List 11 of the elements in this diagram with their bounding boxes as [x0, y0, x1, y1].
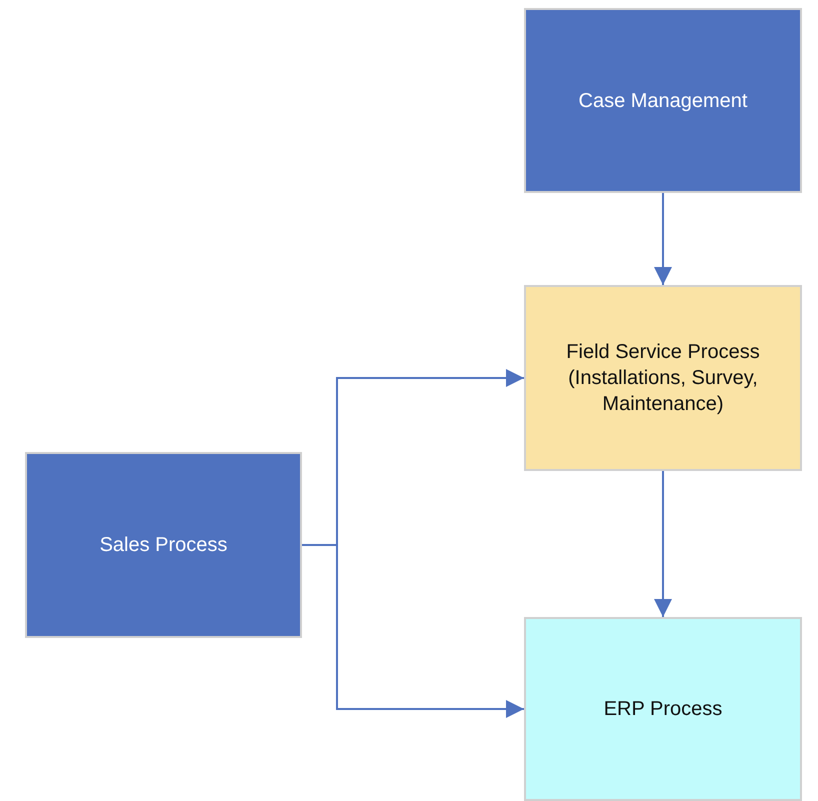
- arrow: [654, 193, 672, 285]
- process-box: [524, 8, 802, 193]
- arrow: [302, 544, 524, 718]
- process-box: [524, 285, 802, 471]
- box-label: ERP Process: [602, 697, 724, 722]
- process-box: [524, 617, 802, 801]
- arrow: [654, 471, 672, 617]
- box-label: Field Service Process (Installations, Survey, Maintenance): [565, 340, 761, 417]
- box-label: Sales Process: [98, 533, 228, 558]
- box-label: Case Management: [578, 88, 748, 114]
- process-box: [25, 452, 302, 638]
